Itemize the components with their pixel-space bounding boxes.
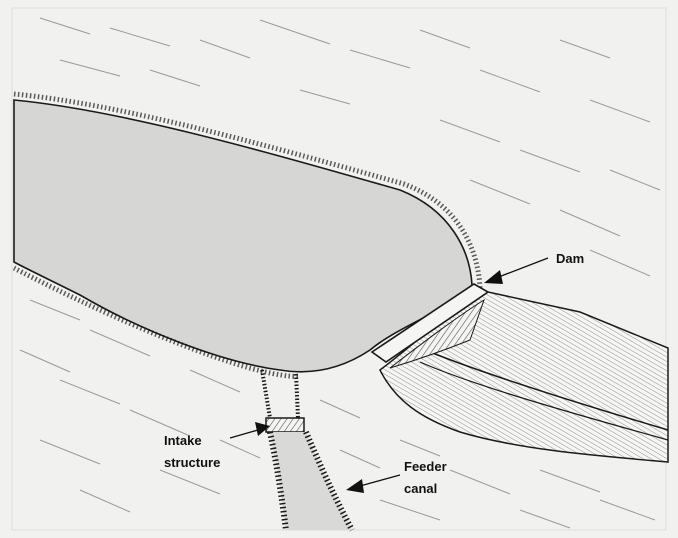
feeder-label-line1: Feeder xyxy=(404,459,447,474)
feeder-label-line2: canal xyxy=(404,481,437,496)
intake-label-line1: Intake xyxy=(164,433,202,448)
dam-label: Dam xyxy=(556,251,584,266)
intake-label-line2: structure xyxy=(164,455,220,470)
intake-gate xyxy=(266,418,304,432)
